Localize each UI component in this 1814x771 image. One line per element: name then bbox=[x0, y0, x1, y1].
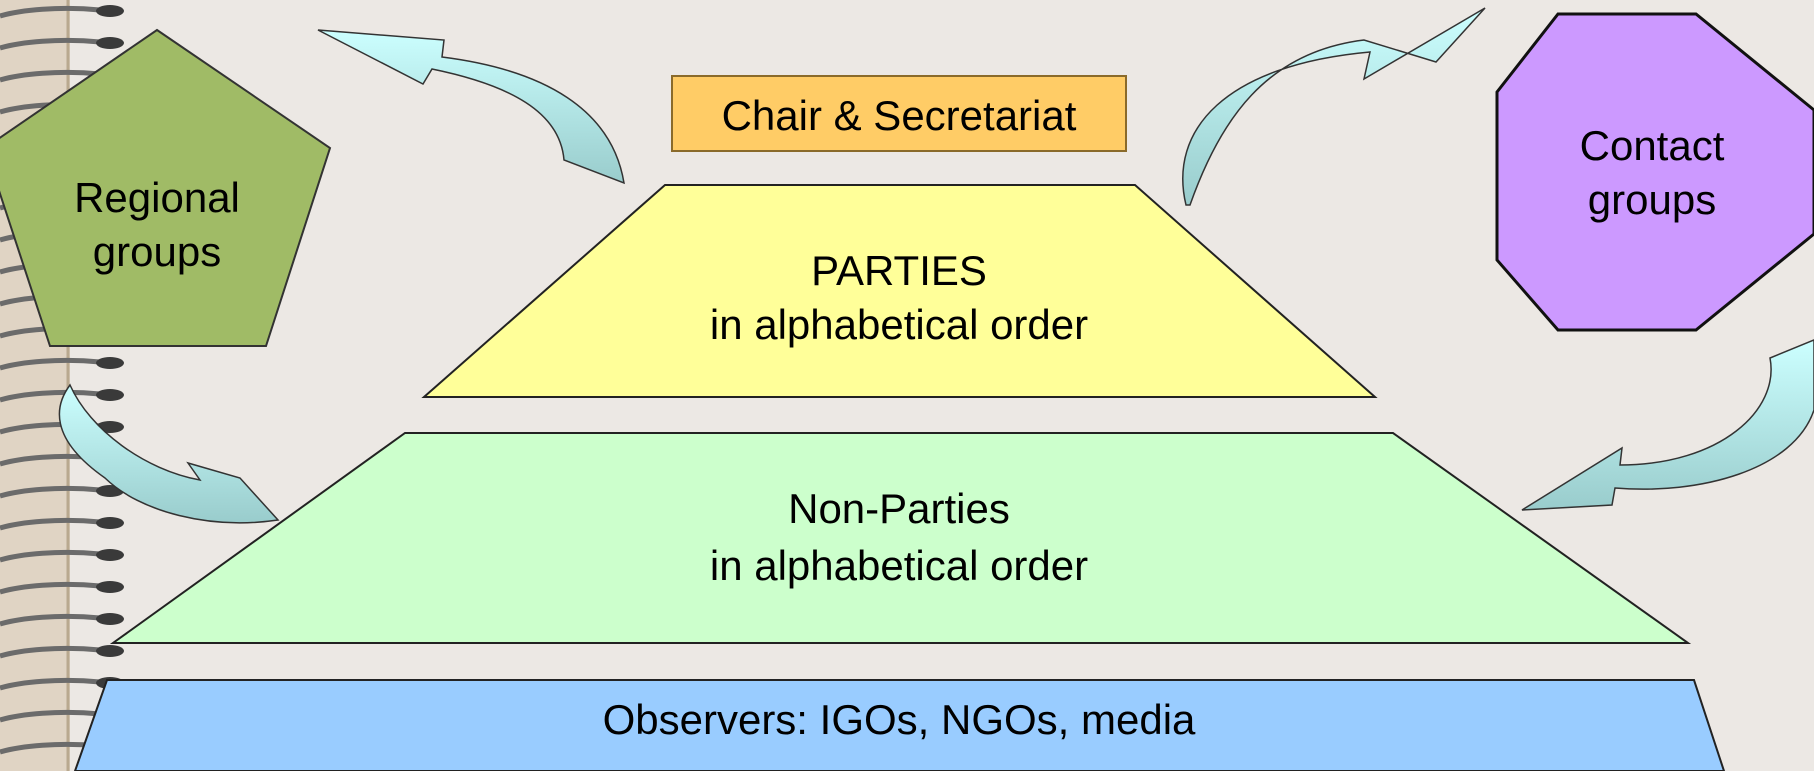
binding-ring bbox=[0, 357, 101, 371]
non-parties-shape bbox=[109, 432, 1692, 644]
binding-ring bbox=[0, 389, 101, 403]
binding-ring bbox=[0, 549, 101, 563]
binding-hole bbox=[96, 645, 124, 657]
chair-secretariat-shape bbox=[671, 75, 1127, 152]
non-parties-subtitle: in alphabetical order bbox=[710, 542, 1088, 589]
binding-hole bbox=[96, 357, 124, 369]
binding-ring bbox=[0, 677, 101, 691]
parties-shape bbox=[421, 184, 1378, 398]
binding-hole bbox=[96, 549, 124, 561]
regional-groups-subtitle: groups bbox=[93, 228, 221, 275]
non-parties-level: Non-Parties in alphabetical order bbox=[109, 432, 1692, 644]
binding-ring bbox=[0, 37, 101, 51]
observers-shape bbox=[73, 679, 1726, 771]
binding-ring bbox=[0, 69, 101, 83]
contact-groups-title: Contact bbox=[1580, 122, 1725, 169]
contact-groups-shape bbox=[1495, 12, 1814, 332]
contact-groups-subtitle: groups bbox=[1588, 176, 1716, 223]
binding-ring bbox=[0, 645, 101, 659]
parties-title: PARTIES bbox=[811, 247, 987, 294]
binding-hole bbox=[96, 581, 124, 593]
binding-ring bbox=[0, 5, 101, 19]
curved-arrow-icon bbox=[1521, 339, 1814, 511]
curved-arrow-icon bbox=[317, 29, 625, 185]
regional-groups-title: Regional bbox=[74, 174, 240, 221]
curved-arrow-icon bbox=[58, 383, 280, 524]
binding-hole bbox=[96, 389, 124, 401]
binding-hole bbox=[96, 37, 124, 49]
parties-subtitle: in alphabetical order bbox=[710, 301, 1088, 348]
regional-groups: Regional groups bbox=[0, 28, 332, 347]
binding-ring bbox=[0, 581, 101, 595]
binding-ring bbox=[0, 517, 101, 531]
binding-ring bbox=[0, 709, 101, 723]
binding-ring bbox=[0, 613, 101, 627]
binding-hole bbox=[96, 613, 124, 625]
binding-hole bbox=[96, 5, 124, 17]
curved-arrow-icon bbox=[1182, 7, 1486, 206]
observers-label: Observers: IGOs, NGOs, media bbox=[603, 696, 1196, 743]
chair-secretariat-label: Chair & Secretariat bbox=[722, 92, 1077, 139]
observers-level: Observers: IGOs, NGOs, media bbox=[73, 679, 1726, 771]
non-parties-title: Non-Parties bbox=[788, 485, 1010, 532]
chair-secretariat-box: Chair & Secretariat bbox=[671, 75, 1127, 152]
contact-groups: Contact groups bbox=[1495, 12, 1814, 332]
binding-ring bbox=[0, 485, 101, 499]
parties-level: PARTIES in alphabetical order bbox=[421, 184, 1378, 398]
regional-groups-shape bbox=[0, 28, 332, 347]
binding-hole bbox=[96, 517, 124, 529]
